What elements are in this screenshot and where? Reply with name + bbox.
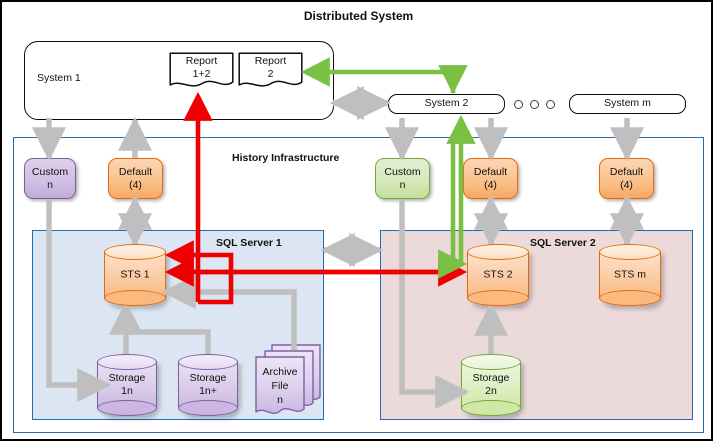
system-2-label: System 2 <box>424 97 469 109</box>
storage-1np-line2: 1n+ <box>199 385 217 397</box>
storage-1n-line1: Storage <box>108 372 146 384</box>
sts-1-label: STS 1 <box>120 268 150 281</box>
archive-file-line3: n <box>277 394 283 406</box>
report-2-shape[interactable]: Report 2 <box>238 52 303 91</box>
report-1-2-shape[interactable]: Report 1+2 <box>169 52 234 91</box>
custom-n-left-line1: Custom <box>31 165 69 178</box>
report-1-2-line1: Report <box>185 55 218 67</box>
default-4-left-box[interactable]: Default (4) <box>108 158 163 199</box>
default-4-left-line2: (4) <box>129 178 142 191</box>
system-m-box[interactable] <box>569 94 686 114</box>
storage-1np-cylinder[interactable]: Storage 1n+ <box>178 354 241 419</box>
report-2-line2: 2 <box>267 68 274 80</box>
history-infrastructure-label: History Infrastructure <box>232 152 340 164</box>
storage-2n-line2: 2n <box>485 385 497 397</box>
storage-2n-line1: Storage <box>472 372 510 384</box>
sql-server-1-label: SQL Server 1 <box>216 237 282 249</box>
system-m-label: System m <box>604 97 651 109</box>
sts-m-label: STS m <box>613 268 647 281</box>
sts-2-cylinder[interactable]: STS 2 <box>467 244 532 309</box>
archive-file-line1: Archive <box>262 366 298 378</box>
default-4-right-line2: (4) <box>620 178 633 191</box>
custom-n-right-line1: Custom <box>384 165 421 178</box>
storage-2n-cylinder[interactable]: Storage 2n <box>461 354 524 419</box>
sts-1-cylinder[interactable]: STS 1 <box>104 244 169 309</box>
default-4-mid-line2: (4) <box>484 178 497 191</box>
custom-n-left-line2: n <box>47 178 53 191</box>
default-4-left-line1: Default <box>118 165 153 178</box>
custom-n-right-box[interactable]: Custom n <box>375 158 430 199</box>
report-2-line1: Report <box>254 55 287 67</box>
systems-ellipsis <box>514 100 555 109</box>
storage-1n-cylinder[interactable]: Storage 1n <box>97 354 160 419</box>
storage-1n-line2: 1n <box>121 385 133 397</box>
default-4-mid-box[interactable]: Default (4) <box>463 158 518 199</box>
report-1-2-line2: 1+2 <box>192 68 211 80</box>
default-4-right-line1: Default <box>609 165 644 178</box>
custom-n-right-line2: n <box>399 178 406 191</box>
sts-m-cylinder[interactable]: STS m <box>599 244 664 309</box>
custom-n-left-box[interactable]: Custom n <box>24 158 76 199</box>
sql-server-2-label: SQL Server 2 <box>530 237 596 249</box>
history-infrastructure-panel <box>13 137 704 433</box>
sts-2-label: STS 2 <box>483 268 513 281</box>
default-4-mid-line1: Default <box>473 165 508 178</box>
storage-1np-line1: Storage <box>189 372 227 384</box>
archive-file-stack[interactable]: Archive File n <box>254 343 322 419</box>
default-4-right-box[interactable]: Default (4) <box>599 158 654 199</box>
system-1-label: System 1 <box>37 72 81 84</box>
archive-file-line2: File <box>271 380 289 392</box>
diagram-title: Distributed System <box>303 9 414 23</box>
